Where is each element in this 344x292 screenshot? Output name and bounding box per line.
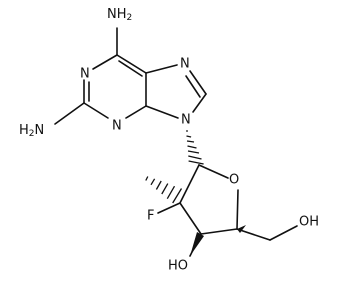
bond-c6-c5-double <box>118 60 143 77</box>
n1-label: N <box>80 67 90 82</box>
bond-c2-n3 <box>83 102 109 119</box>
nh2-top-label: NH2 <box>107 7 132 24</box>
hashed-bond-n9-c1 <box>186 130 204 165</box>
bond-c6-c5 <box>116 54 147 74</box>
bond-c3-c2 <box>179 202 202 235</box>
bond-c8-n9 <box>192 93 207 113</box>
bond-c5-oh <box>269 225 298 241</box>
wedge-c3-oh <box>190 232 204 256</box>
bond-c6-n1 <box>92 54 118 70</box>
bond-c4-c3 <box>200 228 238 235</box>
bond-c1-o4 <box>198 164 229 179</box>
n7-label: N <box>180 57 190 72</box>
bond-c2-f <box>157 202 181 214</box>
bond-n7-c8-double <box>185 75 201 98</box>
h2n-left-label: H2N <box>19 123 44 140</box>
wedge-c4-c5 <box>237 225 246 233</box>
bonds <box>54 27 298 257</box>
bond-n7-c8 <box>189 70 207 95</box>
bond-c4-n9 <box>145 105 179 119</box>
bond-o4-c4 <box>236 189 239 230</box>
n3-label: N <box>112 119 122 134</box>
hashed-bond-c2-methyl <box>145 176 183 204</box>
ho-left-label: HO <box>168 259 188 274</box>
ring-oxygen-label: O <box>229 173 239 188</box>
bond-c5-n7 <box>145 64 178 74</box>
bond-n3-c4 <box>125 105 147 119</box>
fluorine-label: F <box>147 209 154 224</box>
bond-c2-c1 <box>179 164 200 204</box>
n9-label: N <box>181 113 191 128</box>
oh-right-label: OH <box>299 215 319 230</box>
bond-c2-nh2 <box>54 102 85 125</box>
bond-c4-c5 <box>236 228 271 241</box>
